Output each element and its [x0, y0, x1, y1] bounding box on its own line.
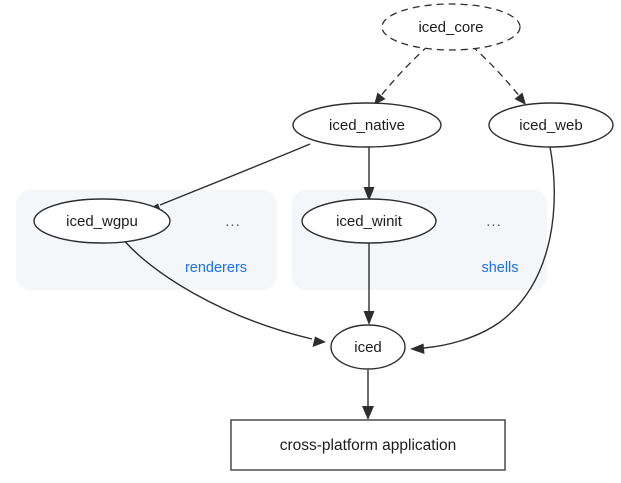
cluster-shells-ellipsis: ...: [486, 213, 502, 230]
node-iced_web-shape[interactable]: [488, 102, 614, 148]
node-cross-platform-application[interactable]: cross-platform application: [230, 419, 506, 471]
arrow-head: [410, 343, 425, 354]
node-iced-shape[interactable]: [330, 324, 406, 370]
node-iced_wgpu-shape[interactable]: [33, 198, 171, 244]
node-iced_web[interactable]: iced_web: [488, 102, 614, 148]
node-app-label: cross-platform application: [280, 437, 457, 454]
edge-iced_winit-to-iced: [363, 237, 375, 325]
edge-path: [378, 45, 429, 99]
node-iced_core-shape[interactable]: [381, 3, 521, 51]
edge-path: [423, 146, 555, 349]
edge-iced_wgpu-to-iced: [121, 237, 326, 347]
edge-iced_core-to-iced_web: [471, 45, 526, 105]
cluster-shells-label: shells: [481, 260, 518, 276]
edge-path: [121, 237, 313, 340]
edge-iced_web-to-iced: [410, 146, 555, 354]
node-iced_native[interactable]: iced_native: [292, 102, 442, 148]
arrow-head: [374, 92, 386, 105]
edge-path: [159, 143, 311, 206]
arrow-head: [312, 336, 326, 347]
node-iced_core[interactable]: iced_core: [381, 3, 521, 51]
edge-iced_native-to-iced_winit: [363, 147, 375, 201]
edge-iced-to-app: [362, 370, 374, 420]
node-app-shape[interactable]: [230, 419, 506, 471]
node-iced_native-label: iced_native: [329, 117, 405, 134]
arrow-head: [362, 406, 374, 420]
node-iced_wgpu[interactable]: iced_wgpu: [33, 198, 171, 244]
arrow-head: [363, 311, 375, 325]
node-iced_winit-shape[interactable]: [301, 198, 437, 244]
cluster-renderers-label: renderers: [185, 260, 247, 276]
edge-iced_core-to-iced_native: [374, 45, 429, 105]
node-iced_winit[interactable]: iced_winit: [301, 198, 437, 244]
node-iced_winit-label: iced_winit: [336, 213, 403, 230]
arrow-head: [363, 187, 375, 201]
edge-path: [471, 45, 522, 99]
arrow-head: [514, 92, 526, 105]
node-iced_wgpu-label: iced_wgpu: [66, 213, 138, 230]
node-iced_web-label: iced_web: [519, 117, 582, 134]
cluster-renderers-ellipsis: ...: [225, 213, 241, 230]
node-iced_core-label: iced_core: [418, 19, 483, 36]
node-iced[interactable]: iced: [330, 324, 406, 370]
node-iced-label: iced: [354, 339, 382, 356]
node-iced_native-shape[interactable]: [292, 102, 442, 148]
